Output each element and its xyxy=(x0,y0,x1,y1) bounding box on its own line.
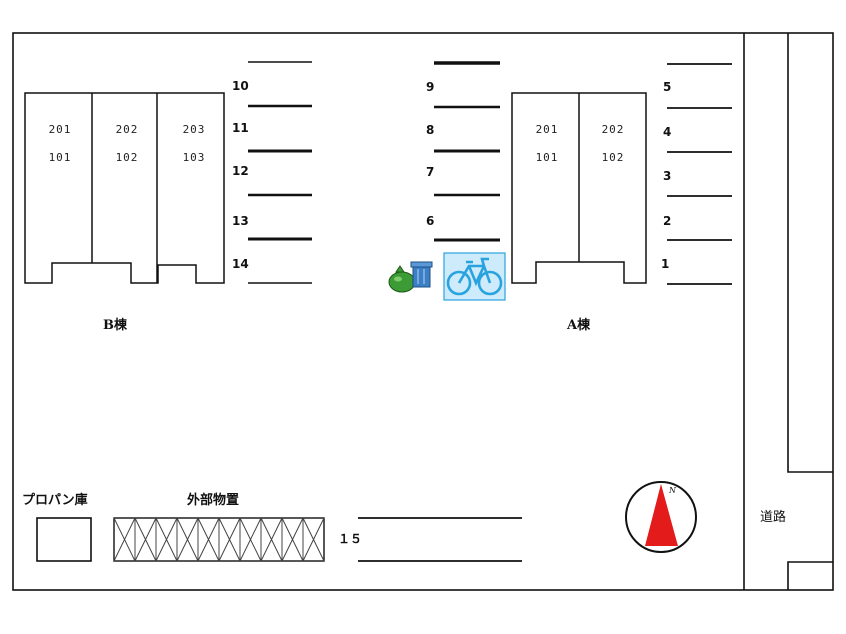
storage-label: 外部物置 xyxy=(186,492,239,508)
parking-11: 11 xyxy=(232,121,249,135)
parking-8: 8 xyxy=(426,123,434,137)
road-side-structure-bottom xyxy=(787,561,833,590)
property-border xyxy=(12,32,834,591)
parking-12: 12 xyxy=(232,164,249,178)
propane-label: プロパン庫 xyxy=(22,492,88,508)
parking-left-lines xyxy=(248,61,312,284)
a-room-102: 102 xyxy=(602,151,625,164)
building-a-label: A棟 xyxy=(566,317,591,333)
parking-middle-lines xyxy=(434,61,500,242)
parking-1: 1 xyxy=(661,257,669,271)
trash-bag-icon xyxy=(388,265,416,293)
parking-15-lines xyxy=(358,517,522,562)
road-side-structure xyxy=(787,33,833,473)
parking-2: 2 xyxy=(663,214,671,228)
road-label: 道路 xyxy=(760,509,786,525)
a-room-101: 101 xyxy=(536,151,559,164)
parking-4: 4 xyxy=(663,125,671,139)
b-room-101: 101 xyxy=(49,151,72,164)
external-storage xyxy=(113,517,325,562)
building-a xyxy=(511,92,647,284)
parking-6: 6 xyxy=(426,214,434,228)
parking-right-lines xyxy=(667,63,732,285)
building-b xyxy=(24,92,225,284)
compass-north-label: N xyxy=(668,486,677,495)
parking-3: 3 xyxy=(663,169,671,183)
propane-storage xyxy=(36,517,92,562)
trash-can-icon xyxy=(410,261,433,288)
building-b-label: B棟 xyxy=(103,317,128,333)
a-room-201: 201 xyxy=(536,123,559,136)
b-room-202: 202 xyxy=(116,123,139,136)
b-room-102: 102 xyxy=(116,151,139,164)
parking-9: 9 xyxy=(426,80,434,94)
bicycle-icon xyxy=(443,252,506,301)
parking-10: 10 xyxy=(232,79,249,93)
parking-14: 14 xyxy=(232,257,249,271)
parking-13: 13 xyxy=(232,214,249,228)
b-room-103: 103 xyxy=(183,151,206,164)
parking-5: 5 xyxy=(663,80,671,94)
parking-7: 7 xyxy=(426,165,434,179)
compass-icon: N xyxy=(625,481,697,553)
b-room-201: 201 xyxy=(49,123,72,136)
parking-15: １５ xyxy=(338,532,362,546)
a-room-202: 202 xyxy=(602,123,625,136)
b-room-203: 203 xyxy=(183,123,206,136)
